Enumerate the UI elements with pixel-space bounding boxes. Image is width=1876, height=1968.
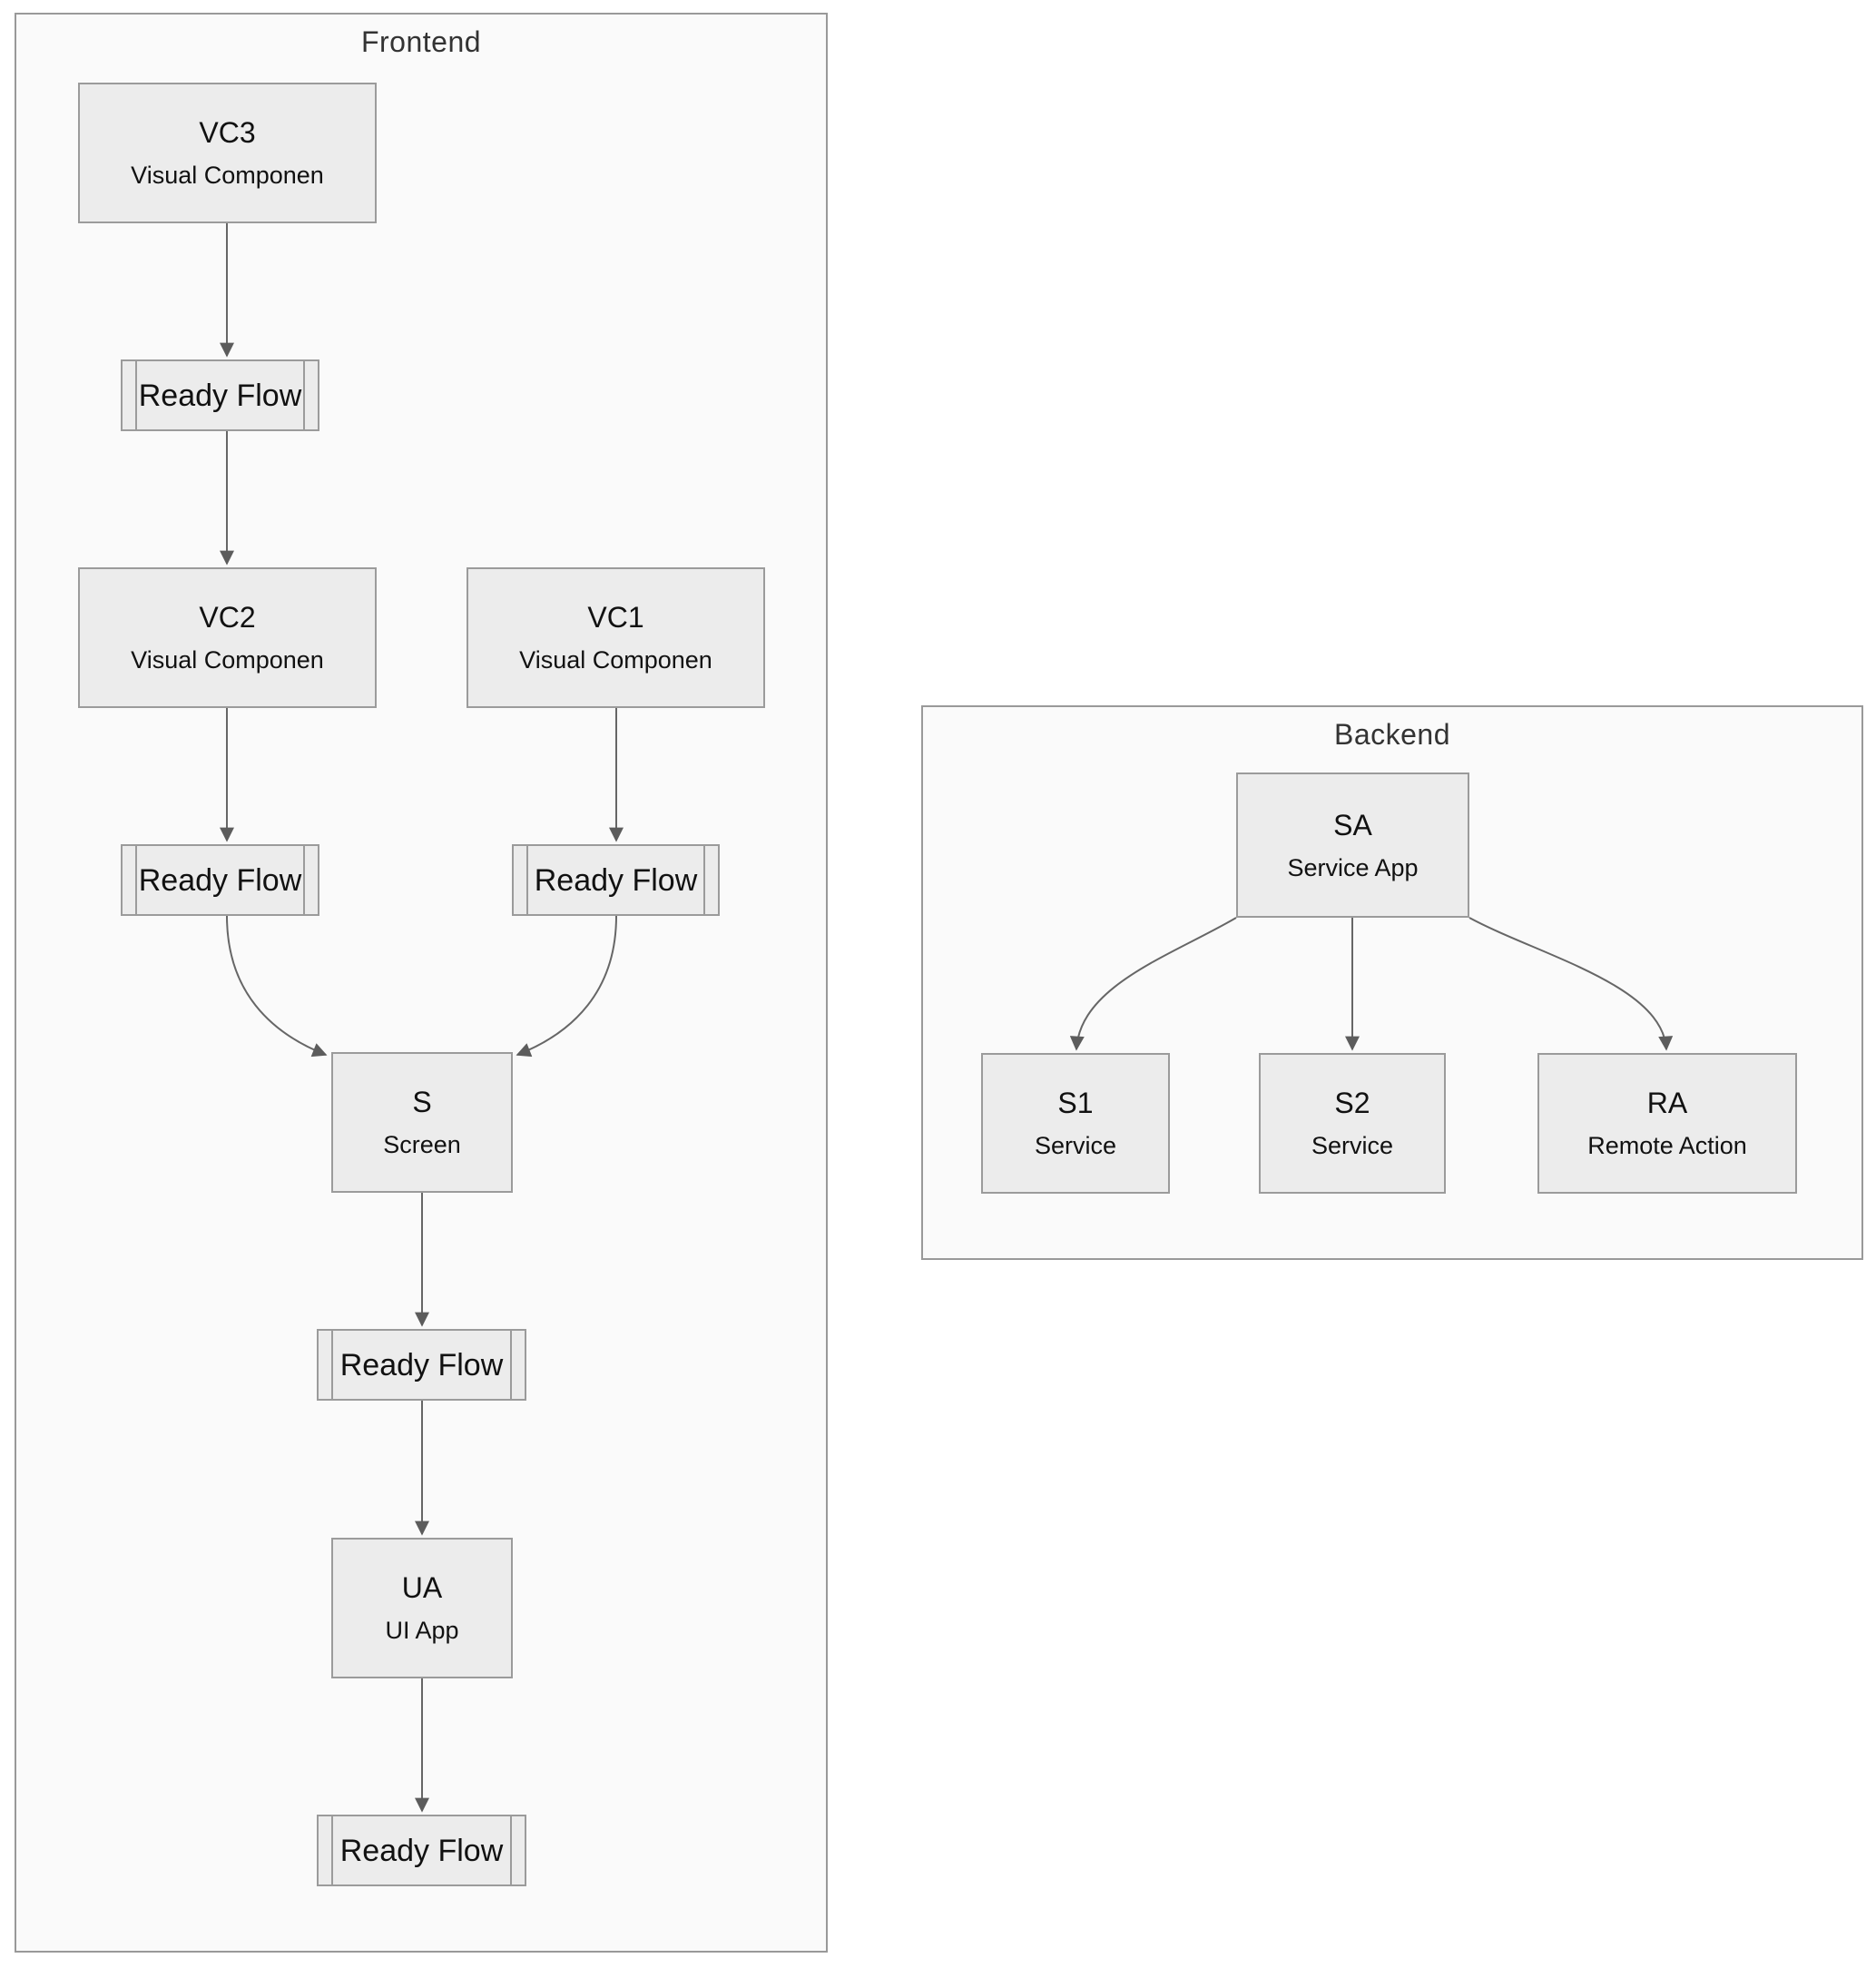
node-remote-action-id: RA [1646, 1087, 1688, 1119]
node-ready-flow-2-label: Ready Flow [138, 862, 302, 898]
node-ready-flow-1-label: Ready Flow [138, 378, 302, 413]
node-ui-app-id: UA [401, 1571, 443, 1604]
node-vc2-id: VC2 [199, 601, 256, 634]
node-ready-flow-4-label: Ready Flow [339, 1347, 504, 1383]
node-ready-flow-4: Ready Flow [317, 1329, 526, 1401]
node-service-1-id: S1 [1057, 1087, 1094, 1119]
node-ready-flow-5-label: Ready Flow [339, 1833, 504, 1868]
node-vc1: VC1 Visual Componen [467, 567, 765, 708]
node-service-app-label: Service App [1287, 853, 1419, 881]
cluster-backend-title: Backend [1333, 718, 1451, 751]
node-screen: S Screen [331, 1052, 513, 1193]
node-remote-action-label: Remote Action [1587, 1132, 1747, 1159]
node-ui-app: UA UI App [331, 1538, 513, 1678]
node-service-2-label: Service [1311, 1132, 1394, 1159]
node-service-2: S2 Service [1259, 1053, 1446, 1194]
node-service-2-id: S2 [1334, 1087, 1370, 1119]
node-vc2-label: Visual Componen [131, 646, 324, 674]
node-vc3-label: Visual Componen [131, 162, 324, 189]
node-vc2: VC2 Visual Componen [78, 567, 377, 708]
node-vc3: VC3 Visual Componen [78, 83, 377, 223]
node-vc3-id: VC3 [199, 116, 256, 149]
node-ready-flow-1: Ready Flow [121, 359, 319, 431]
node-ready-flow-5: Ready Flow [317, 1815, 526, 1886]
node-ui-app-label: UI App [385, 1617, 459, 1644]
node-service-app-id: SA [1333, 808, 1372, 841]
node-vc1-id: VC1 [587, 601, 644, 634]
node-vc1-label: Visual Componen [519, 646, 712, 674]
node-ready-flow-2: Ready Flow [121, 844, 319, 916]
node-service-1: S1 Service [981, 1053, 1170, 1194]
cluster-frontend-title: Frontend [360, 25, 482, 58]
node-service-1-label: Service [1034, 1132, 1117, 1159]
node-ready-flow-3-label: Ready Flow [534, 862, 698, 898]
node-ready-flow-3: Ready Flow [512, 844, 720, 916]
node-screen-label: Screen [383, 1131, 461, 1158]
node-screen-id: S [412, 1086, 432, 1118]
node-service-app: SA Service App [1236, 772, 1469, 918]
node-remote-action: RA Remote Action [1537, 1053, 1797, 1194]
